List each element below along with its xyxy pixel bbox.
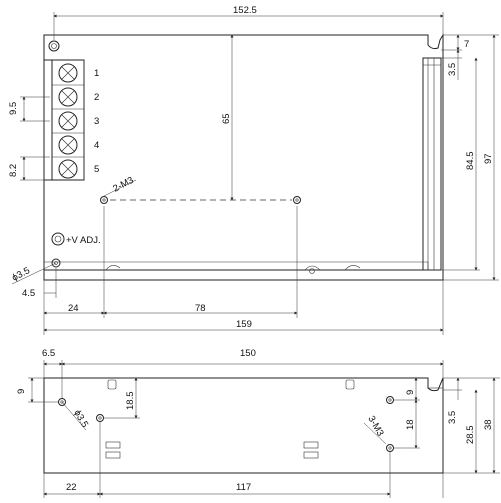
side-screw-icon [96,414,104,422]
side-view: ϕ3.5 18.5 3-M3 9 18 [16,348,500,498]
screw-label-top: 2-M3 [111,175,135,195]
dim-hole-height: 28.5 [465,426,476,445]
dim-height-overall: 97 [483,153,494,164]
top-view-outline [43,33,444,281]
dim-center-height: 65 [221,113,232,124]
terminal-number: 2 [94,92,99,103]
dim-right-top: 9 [405,390,416,395]
mount-screw-icon [100,196,108,204]
dim-side-span: 117 [236,482,251,493]
vent-slot [303,451,319,459]
side-slot [345,379,355,390]
vent-slot [105,441,121,449]
dim-right-span: 18 [405,419,416,430]
terminal-number: 4 [94,140,99,151]
vent-slot [105,451,121,459]
side-slot [107,379,117,390]
dim-height-inner: 84.5 [465,152,476,171]
heatsink-bracket [422,57,442,271]
dim-side-hole-dia: ϕ3.5 [71,408,90,430]
side-screw-icon [386,396,394,404]
screw-label-side: 3-M3 [365,414,385,438]
top-view: 1 2 3 4 5 9.5 8.2 2-M3 65 + [8,5,499,335]
terminal-block [44,59,85,181]
adj-label: +V ADJ. [66,235,101,246]
corner-screw-icon [48,40,60,52]
dim-left-edge: 22 [66,482,77,493]
dim-width-overall: 152.5 [233,5,257,16]
dim-side-width: 150 [240,348,256,359]
terminal-number: 5 [94,164,99,175]
dim-tab-offset: 7 [464,39,469,50]
dim-side-height: 38 [483,419,494,430]
dim-width-body: 159 [236,319,252,330]
terminal-screw-icon [58,159,78,179]
dim-hole-offset: 3.5 [447,63,458,76]
dim-top-offset: 9 [16,389,27,394]
terminal-screw-icon [58,63,78,83]
terminal-screw-icon [58,111,78,131]
vent-slot [303,441,319,449]
mount-hole-icon [51,258,61,268]
dim-terminal-edge: 8.2 [8,164,19,177]
dim-terminal-pitch: 9.5 [8,102,19,115]
dim-hole-dia: ϕ3.5 [10,265,32,283]
voltage-adjust-icon [51,232,65,246]
dim-mount-x1: 24 [68,303,79,314]
side-view-outline [43,377,444,474]
dim-left-offset: 6.5 [42,348,55,359]
dim-side-hole-offset: 3.5 [447,411,458,424]
side-screw-icon [386,444,394,452]
mount-screw-icon [293,196,301,204]
dim-mount-span: 78 [195,303,206,314]
terminal-number: 1 [94,68,99,79]
dim-screw-height: 18.5 [125,392,136,411]
dim-hole-edge: 4.5 [22,288,35,299]
side-hole-icon [58,398,66,406]
terminal-screw-icon [58,135,78,155]
terminal-number: 3 [94,116,99,127]
terminal-screw-icon [58,87,78,107]
